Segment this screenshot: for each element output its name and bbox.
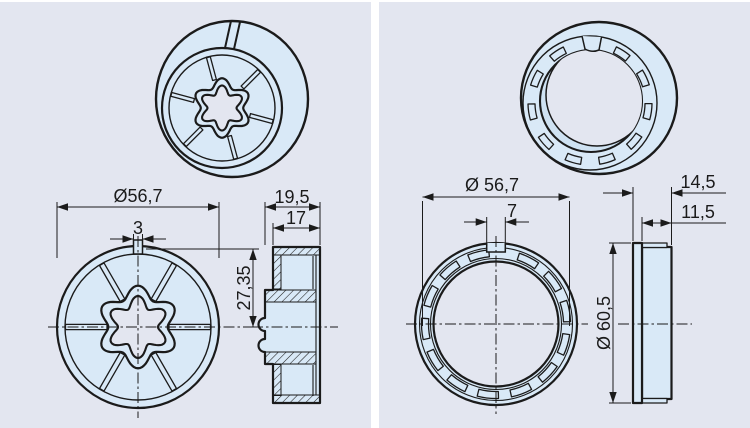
- dim-label-ring-diameter: Ø 56,7: [465, 175, 519, 195]
- adapter-ring-isometric-view: [519, 20, 679, 176]
- drive-wheel-section-view: [257, 245, 322, 405]
- dim-label-wheel-tab-width: 3: [133, 218, 143, 238]
- dim-label-ring-inner-depth: 11,5: [681, 202, 715, 222]
- drive-wheel-isometric-view: [154, 19, 310, 179]
- dim-label-wheel-diameter: Ø56,7: [113, 186, 162, 206]
- dim-label-wheel-radius: 27,35: [234, 265, 254, 310]
- adapter-ring-side-view: [631, 241, 673, 405]
- dim-label-wheel-inner-depth: 17: [286, 208, 306, 228]
- dim-label-ring-notch-width: 7: [507, 201, 517, 221]
- dim-label-ring-flange-diameter: Ø 60,5: [594, 296, 614, 350]
- dim-label-ring-depth: 14,5: [680, 172, 715, 192]
- dim-label-wheel-depth: 19,5: [274, 187, 309, 207]
- dimension-lines: [48, 187, 726, 418]
